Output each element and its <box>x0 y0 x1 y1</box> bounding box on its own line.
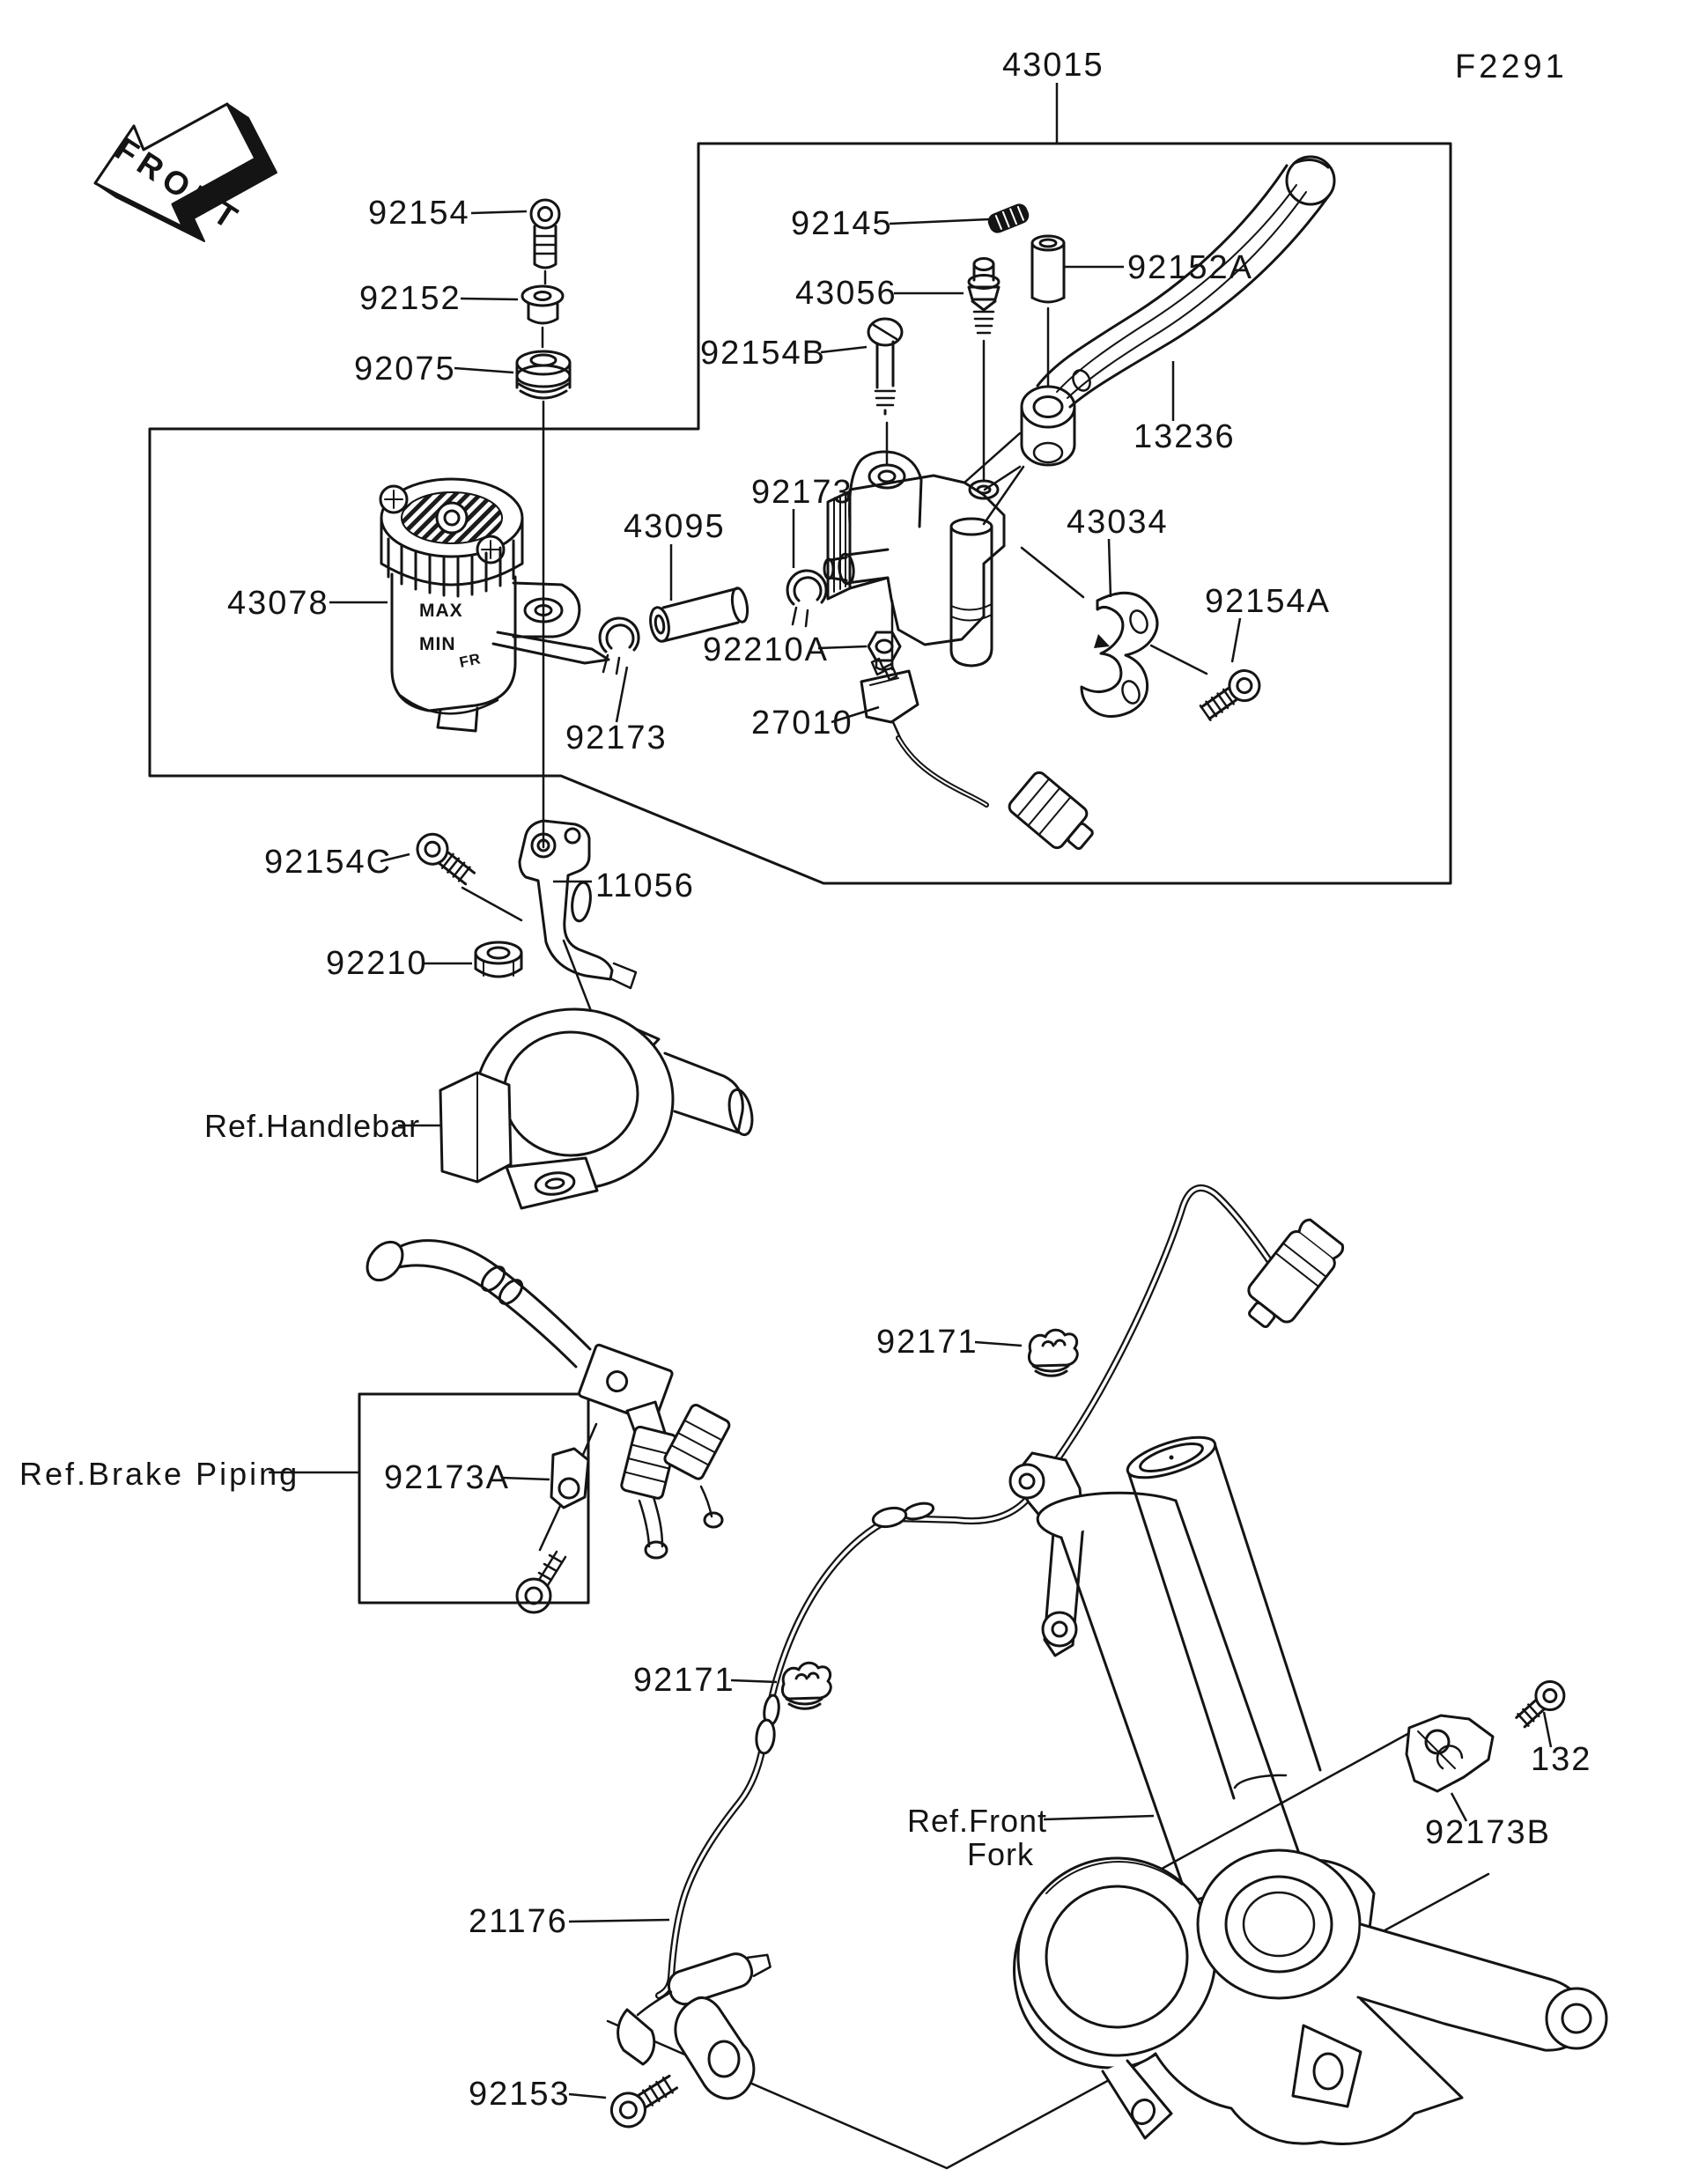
leader-92171-lower <box>730 1679 778 1684</box>
nut-92210 <box>474 941 523 978</box>
brake-lever-13236 <box>983 155 1336 491</box>
ref-brake-piping: Ref.Brake Piping <box>19 1456 299 1492</box>
part-92210A: 92210A <box>703 631 829 668</box>
bleeder-valve-43056 <box>967 257 1001 483</box>
part-92171-upper: 92171 <box>876 1324 978 1361</box>
bolt-92153 <box>609 2074 679 2129</box>
holder-clamp-43034 <box>1080 591 1159 718</box>
leader-92171-upper <box>974 1340 1023 1347</box>
part-92210: 92210 <box>326 945 428 982</box>
part-21176: 21176 <box>469 1903 568 1940</box>
part-92171-lower: 92171 <box>633 1662 735 1699</box>
leader-132 <box>1542 1711 1553 1748</box>
leader-92154C <box>380 852 410 863</box>
part-43078: 43078 <box>227 585 329 622</box>
leader-ref-front-fork <box>1043 1814 1155 1821</box>
reservoir-43078 <box>379 477 610 733</box>
leader-92145 <box>889 218 990 225</box>
screw-92154B <box>867 317 904 465</box>
leader-92154 <box>470 210 528 215</box>
front-fork-ref <box>1008 1435 1608 2145</box>
bolt-132 <box>1515 1680 1566 1729</box>
hose-43095 <box>649 587 750 643</box>
leader-92210A <box>817 645 868 650</box>
part-92154B: 92154B <box>700 335 826 372</box>
ref-handlebar: Ref.Handlebar <box>204 1108 420 1144</box>
part-92152: 92152 <box>359 280 462 317</box>
brake-piping-group-box <box>358 1392 590 1605</box>
part-92173B: 92173B <box>1425 1814 1551 1851</box>
part-92154A: 92154A <box>1205 583 1331 620</box>
leader-21176 <box>568 1918 670 1923</box>
bolt-92154C <box>416 832 476 886</box>
front-arrow-icon <box>93 102 277 242</box>
marking-fr: FR <box>458 650 483 671</box>
leader-92173B <box>1450 1792 1468 1822</box>
part-92173A: 92173A <box>384 1459 510 1496</box>
bolt-92154A <box>1199 669 1261 721</box>
ref-front-fork-line2: Fork <box>967 1836 1034 1872</box>
leader-92173-lower <box>615 666 629 723</box>
leader-27010 <box>831 705 880 724</box>
brake-piping-assembly-ref <box>366 1239 731 1614</box>
leader-92173A <box>501 1476 550 1481</box>
assembly-group-box <box>148 142 1452 885</box>
part-92152A: 92152A <box>1127 249 1253 286</box>
part-132: 132 <box>1531 1741 1591 1778</box>
leader-92154A <box>1230 617 1242 663</box>
part-43056: 43056 <box>795 275 897 312</box>
hose-clamp-92173-left <box>598 616 640 675</box>
part-92154: 92154 <box>368 195 470 232</box>
part-27010: 27010 <box>751 705 853 742</box>
washer-92152 <box>521 284 565 349</box>
part-92173-lower: 92173 <box>565 719 668 756</box>
hose-guide-bracket-92173B <box>1405 1714 1495 1793</box>
ref-front-fork-line1: Ref.Front <box>907 1803 1047 1839</box>
part-92075: 92075 <box>354 350 456 387</box>
abs-sensor-cable-21176 <box>617 1184 1345 2100</box>
figure-code: F2291 <box>1455 48 1568 85</box>
part-43095: 43095 <box>624 508 726 545</box>
part-13236: 13236 <box>1133 418 1236 455</box>
grommet-92075 <box>515 350 572 400</box>
spring-pin-92145 <box>987 203 1030 233</box>
part-43034: 43034 <box>1067 504 1169 541</box>
marking-min: MIN <box>419 634 456 654</box>
leader-92154B <box>820 345 868 354</box>
part-92154C: 92154C <box>264 844 392 881</box>
part-92153: 92153 <box>469 2076 571 2113</box>
leader-43034 <box>1107 538 1112 598</box>
marking-max: MAX <box>419 601 463 621</box>
leader-92075 <box>454 366 514 374</box>
part-43015: 43015 <box>1002 47 1104 84</box>
handlebar-clamp-ref <box>439 1007 754 1210</box>
part-11056: 11056 <box>595 867 695 904</box>
leader-lines-layer <box>269 83 1553 2099</box>
part-92173-upper: 92173 <box>751 474 853 511</box>
leader-92153 <box>568 2092 607 2099</box>
hose-clamp-92173-right <box>786 569 828 628</box>
part-92145: 92145 <box>791 205 893 242</box>
bolt-92154 <box>529 198 561 285</box>
